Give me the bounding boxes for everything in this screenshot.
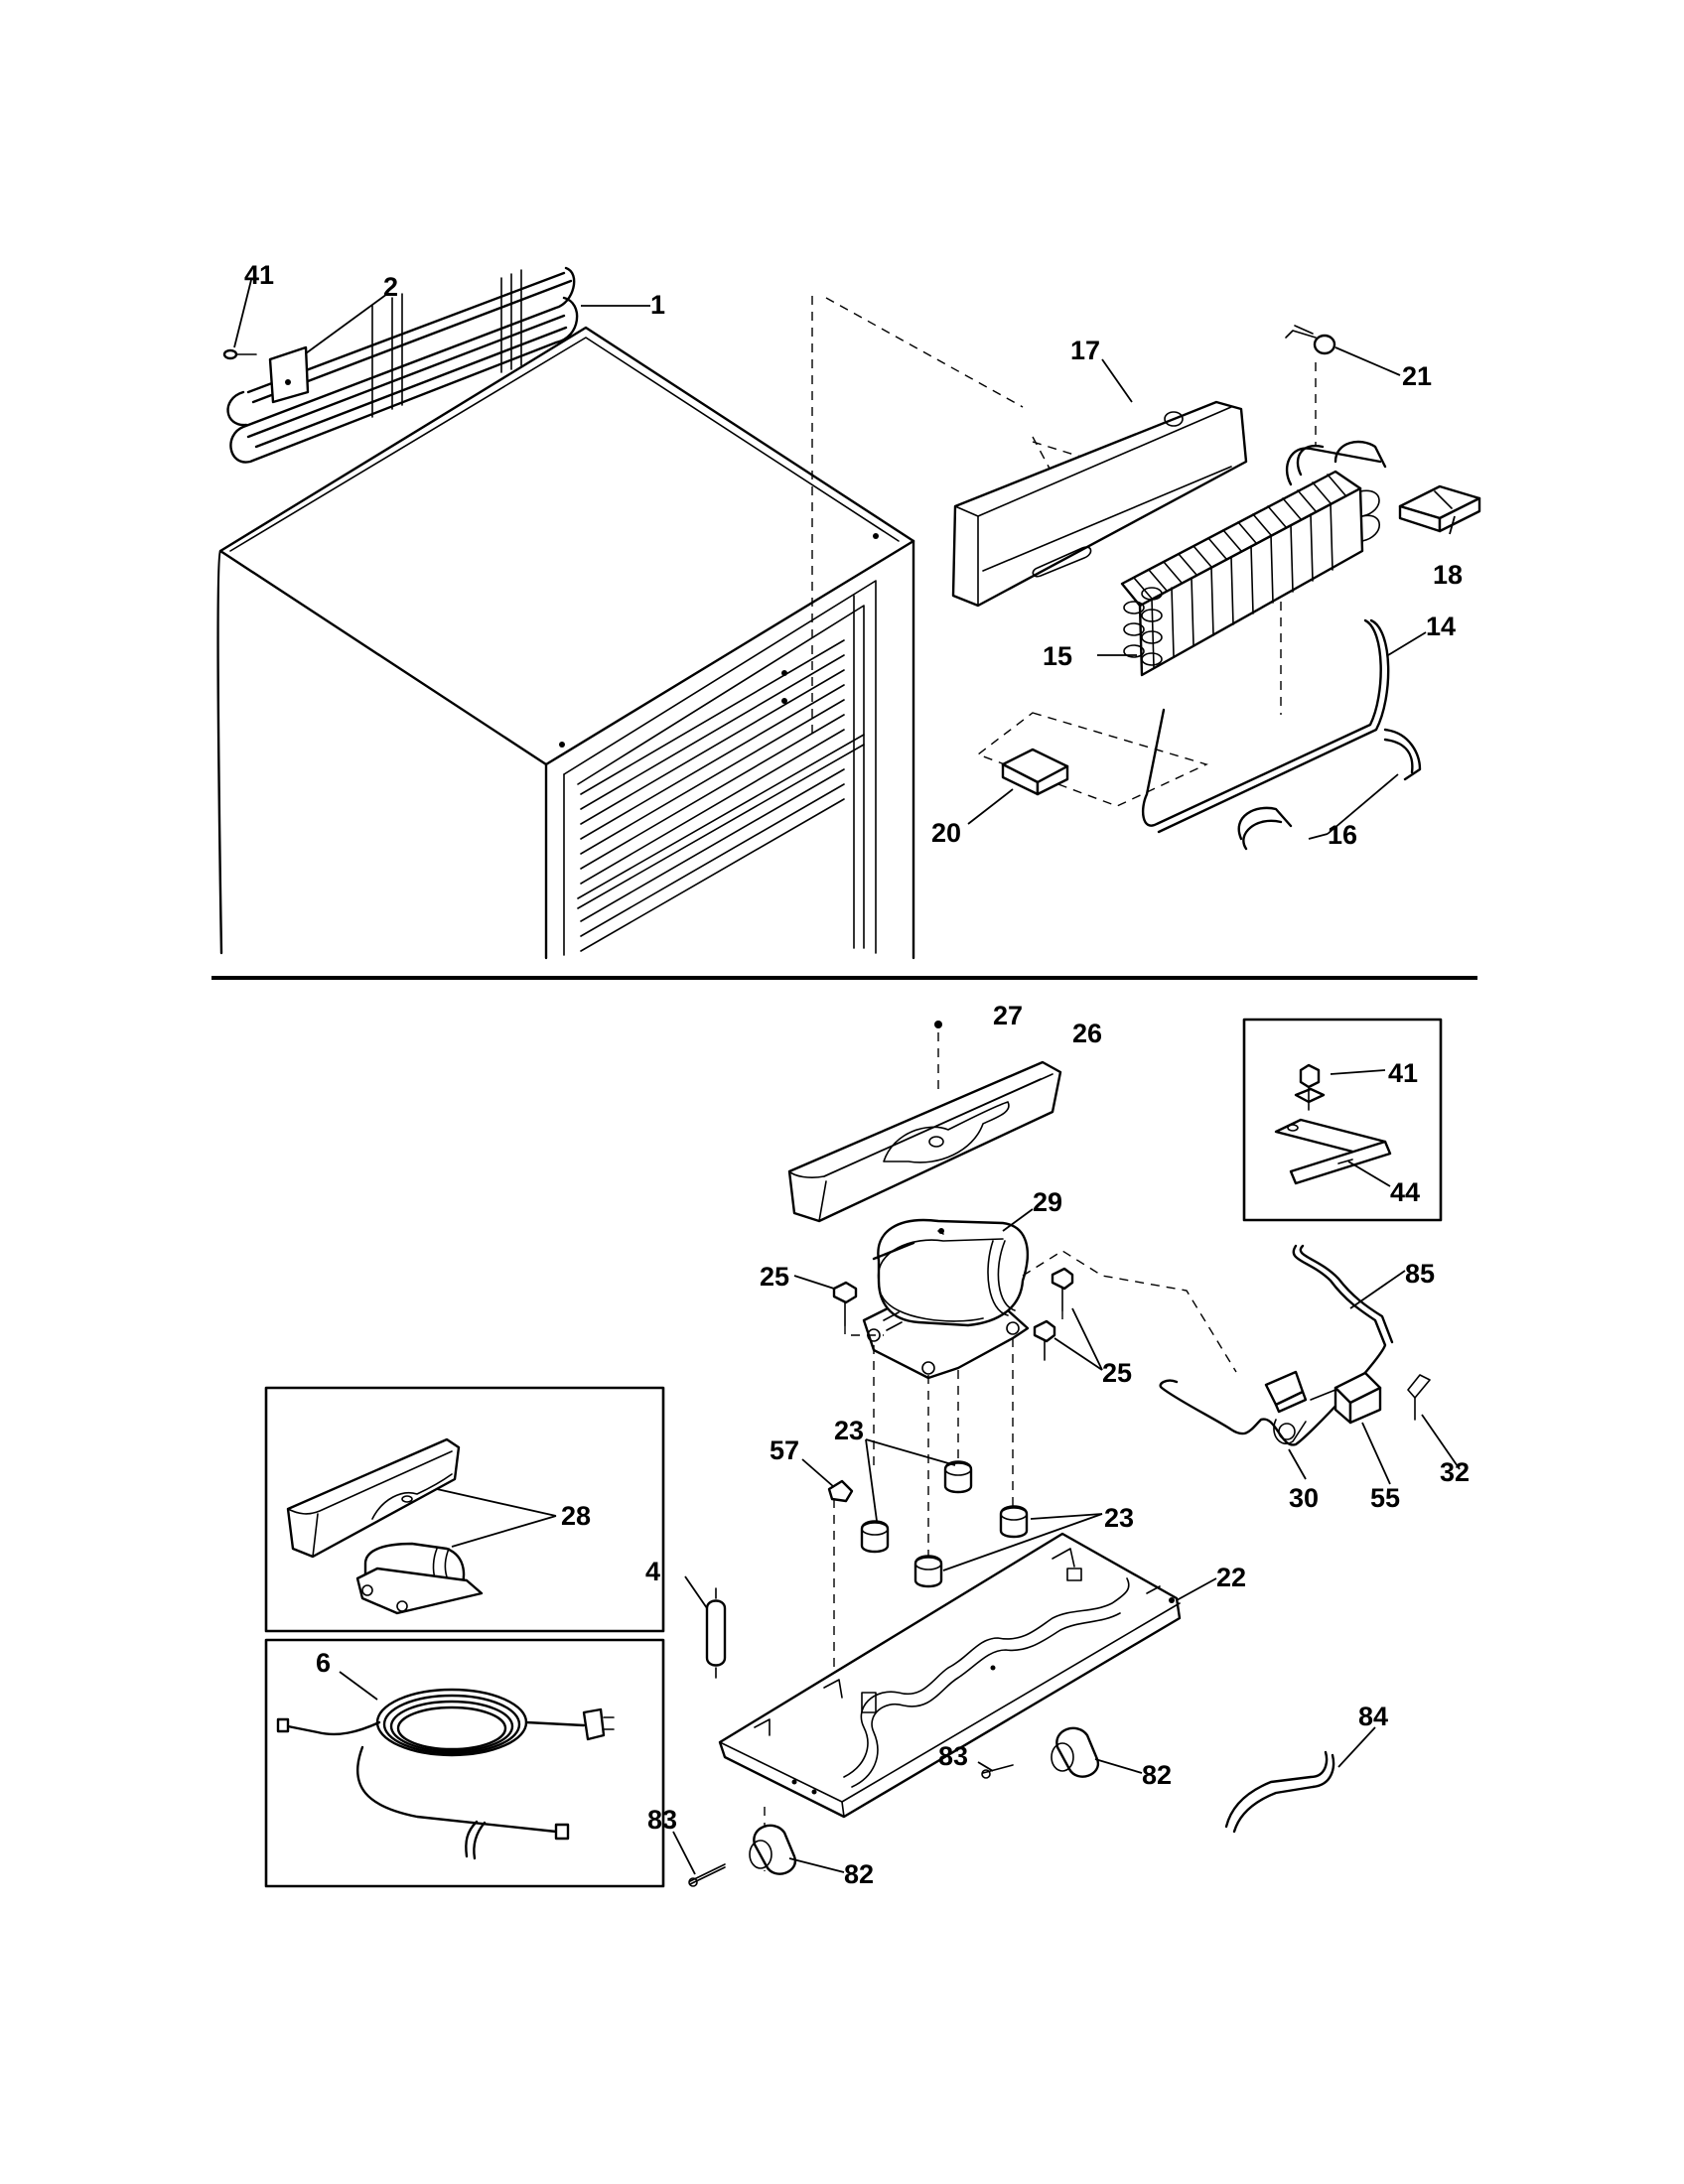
label-14: 14 xyxy=(1426,612,1456,641)
callout-labels: 1 2 41 17 21 18 15 14 20 16 27 26 41 44 … xyxy=(244,260,1470,1889)
label-2: 2 xyxy=(383,272,398,302)
defrost-limiter xyxy=(1398,484,1481,533)
detail-box-drain-pan xyxy=(264,1386,665,1633)
label-1: 1 xyxy=(650,290,665,320)
heater-element xyxy=(1141,618,1390,834)
label-25-right: 25 xyxy=(1102,1358,1132,1388)
label-27: 27 xyxy=(993,1001,1023,1030)
compressor-screws xyxy=(832,1267,1074,1361)
label-23-top: 23 xyxy=(834,1416,864,1445)
evaporator-cover-fins xyxy=(580,639,845,952)
label-22: 22 xyxy=(1216,1563,1246,1592)
evaporator-cover xyxy=(951,400,1248,608)
label-84: 84 xyxy=(1358,1702,1388,1731)
label-25-left: 25 xyxy=(760,1262,789,1292)
label-32: 32 xyxy=(1440,1457,1470,1487)
label-21: 21 xyxy=(1402,361,1432,391)
label-18: 18 xyxy=(1433,560,1463,590)
label-17: 17 xyxy=(1070,336,1100,365)
bracket-detail-box xyxy=(1242,1018,1443,1222)
label-6: 6 xyxy=(316,1648,331,1678)
feet xyxy=(749,1726,1100,1875)
drain-pan xyxy=(787,1060,1062,1223)
label-30: 30 xyxy=(1289,1483,1319,1513)
tube-85 xyxy=(1159,1244,1394,1446)
label-16: 16 xyxy=(1328,820,1357,850)
label-57: 57 xyxy=(770,1435,799,1465)
drain-pan-screw xyxy=(934,1021,942,1028)
evaporator xyxy=(1120,440,1387,677)
label-4: 4 xyxy=(645,1557,660,1586)
label-85: 85 xyxy=(1405,1259,1435,1289)
cabinet xyxy=(216,326,915,960)
label-26: 26 xyxy=(1072,1019,1102,1048)
label-83-right: 83 xyxy=(938,1741,968,1771)
label-44: 44 xyxy=(1390,1177,1420,1207)
grommets xyxy=(860,1460,1029,1588)
clip-57 xyxy=(827,1479,854,1503)
label-20: 20 xyxy=(931,818,961,848)
compressor xyxy=(862,1218,1030,1380)
heater-clips xyxy=(1237,728,1422,851)
detail-box-power-cord xyxy=(264,1638,665,1888)
label-28: 28 xyxy=(561,1501,591,1531)
relay-and-overload xyxy=(1264,1370,1431,1444)
label-41-top: 41 xyxy=(244,260,274,290)
thermostat-bulb-top xyxy=(1285,325,1336,355)
label-41-detail: 41 xyxy=(1388,1058,1418,1088)
label-82-right: 82 xyxy=(1142,1760,1172,1790)
tube-84 xyxy=(1224,1750,1335,1834)
base-screws xyxy=(688,1764,1014,1887)
label-23-bottom: 23 xyxy=(1104,1503,1134,1533)
compressor-base xyxy=(718,1532,1182,1819)
label-82-left: 82 xyxy=(844,1859,874,1889)
drain-trough-pad xyxy=(1001,748,1069,796)
label-55: 55 xyxy=(1370,1483,1400,1513)
label-29: 29 xyxy=(1033,1187,1062,1217)
filter-drier xyxy=(705,1587,727,1679)
label-15: 15 xyxy=(1043,641,1072,671)
label-83-left: 83 xyxy=(647,1805,677,1835)
condenser-bracket xyxy=(222,345,310,404)
